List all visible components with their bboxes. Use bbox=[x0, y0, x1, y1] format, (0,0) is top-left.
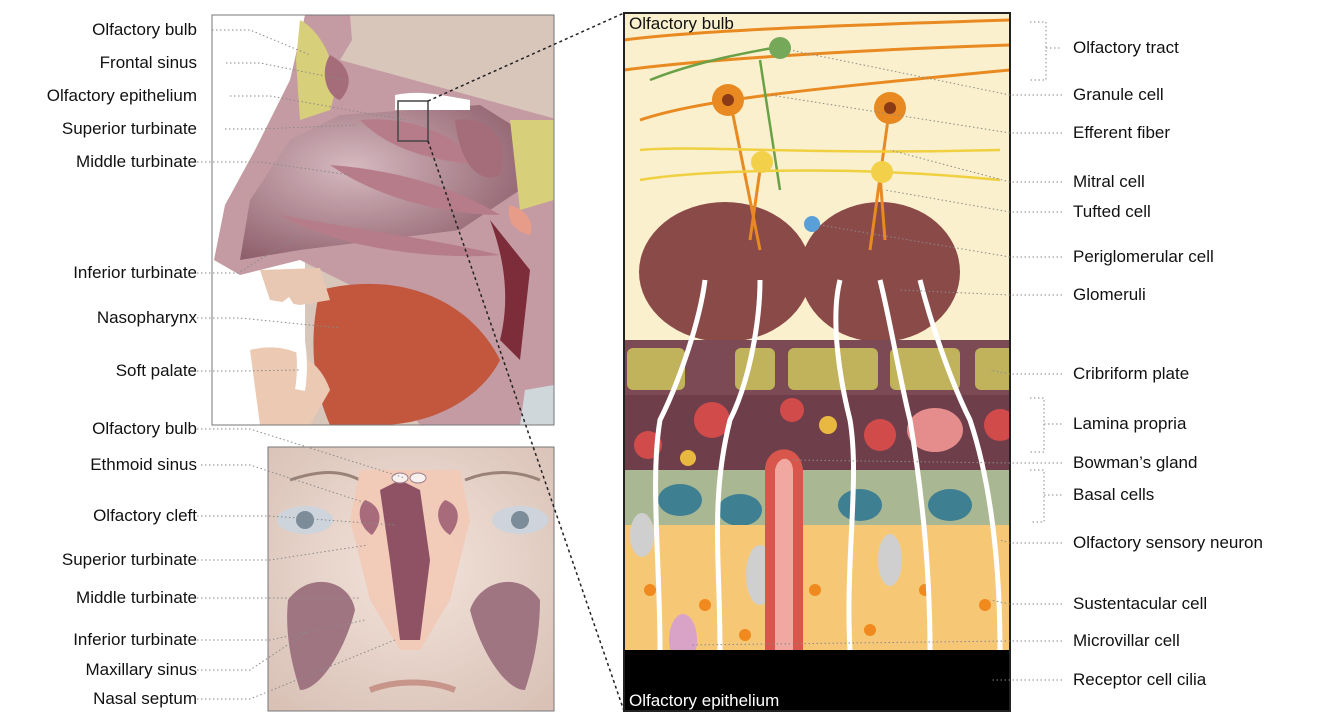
label-superior-turbinate: Superior turbinate bbox=[62, 119, 197, 139]
label-cribriform-plate: Cribriform plate bbox=[1073, 364, 1189, 384]
label-tufted-cell: Tufted cell bbox=[1073, 202, 1151, 222]
label-nasal-septum: Nasal septum bbox=[93, 689, 197, 709]
label-ethmoid-sinus: Ethmoid sinus bbox=[90, 455, 197, 475]
label-middle-turbinate: Middle turbinate bbox=[76, 152, 197, 172]
panel-label-olfactory-epithelium: Olfactory epithelium bbox=[629, 691, 779, 711]
label-olfactory-bulb-frontal: Olfactory bulb bbox=[92, 419, 197, 439]
label-olfactory-cleft: Olfactory cleft bbox=[93, 506, 197, 526]
label-granule-cell: Granule cell bbox=[1073, 85, 1164, 105]
sagittal-section bbox=[212, 15, 560, 425]
label-olfactory-sensory-neuron: Olfactory sensory neuron bbox=[1073, 533, 1263, 553]
label-basal-cells: Basal cells bbox=[1073, 485, 1154, 505]
label-middle-turbinate-frontal: Middle turbinate bbox=[76, 588, 197, 608]
panel-label-olfactory-bulb: Olfactory bulb bbox=[629, 14, 734, 34]
label-glomeruli: Glomeruli bbox=[1073, 285, 1146, 305]
label-soft-palate: Soft palate bbox=[116, 361, 197, 381]
label-periglomerular-cell: Periglomerular cell bbox=[1073, 247, 1214, 267]
label-maxillary-sinus: Maxillary sinus bbox=[86, 660, 197, 680]
bracket-marks bbox=[1030, 22, 1046, 522]
cellular-section bbox=[624, 13, 1016, 711]
label-mitral-cell: Mitral cell bbox=[1073, 172, 1145, 192]
label-frontal-sinus: Frontal sinus bbox=[100, 53, 197, 73]
label-inferior-turbinate-frontal: Inferior turbinate bbox=[73, 630, 197, 650]
label-inferior-turbinate: Inferior turbinate bbox=[73, 263, 197, 283]
label-lamina-propria: Lamina propria bbox=[1073, 414, 1186, 434]
label-receptor-cell-cilia: Receptor cell cilia bbox=[1073, 670, 1206, 690]
label-superior-turbinate-frontal: Superior turbinate bbox=[62, 550, 197, 570]
label-olfactory-bulb: Olfactory bulb bbox=[92, 20, 197, 40]
label-nasopharynx: Nasopharynx bbox=[97, 308, 197, 328]
label-olfactory-epithelium: Olfactory epithelium bbox=[47, 86, 197, 106]
frontal-section bbox=[268, 447, 554, 711]
label-olfactory-tract: Olfactory tract bbox=[1073, 38, 1179, 58]
label-bowmans-gland: Bowman’s gland bbox=[1073, 453, 1197, 473]
label-microvillar-cell: Microvillar cell bbox=[1073, 631, 1180, 651]
label-sustentacular-cell: Sustentacular cell bbox=[1073, 594, 1207, 614]
label-efferent-fiber: Efferent fiber bbox=[1073, 123, 1170, 143]
